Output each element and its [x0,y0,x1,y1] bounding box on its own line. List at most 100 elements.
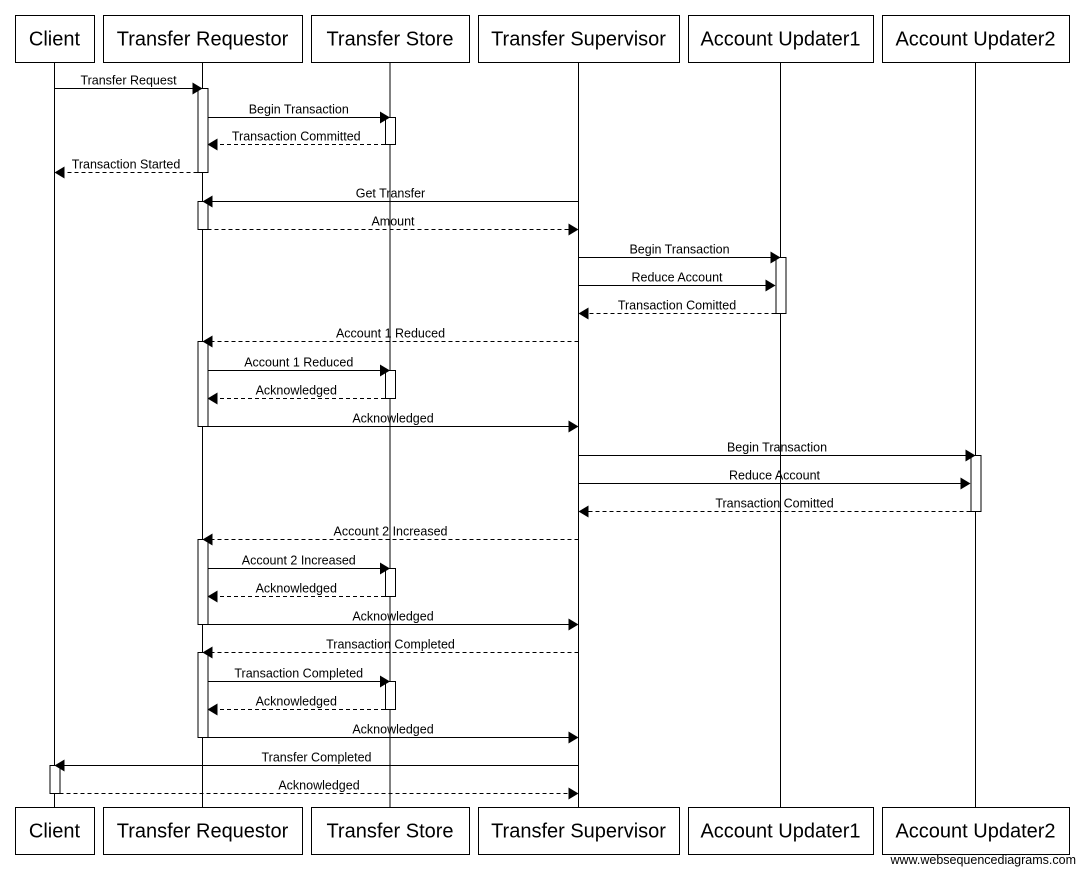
activation-bar [970,455,982,512]
message-label: Reduce Account [631,271,723,285]
arrow-head-icon [770,251,781,264]
participant-box [103,807,303,855]
arrow-head-icon [207,590,218,603]
message-label: Transaction Committed [232,130,361,144]
message-account-1-reduced: Account 1 Reduced [202,327,579,348]
participant-box [882,807,1070,855]
participant-bottom-transfer-supervisor: Transfer Supervisor [478,807,680,855]
activation-bars [49,88,982,794]
message-transaction-committed: Transaction Committed [207,130,385,151]
message-label: Transfer Completed [262,751,372,765]
message-label: Account 2 Increased [242,554,356,568]
arrow-head-icon [568,618,579,631]
arrow-head-icon [380,562,390,575]
arrow-head-icon [202,195,213,208]
participant-bottom-transfer-requestor: Transfer Requestor [103,807,303,855]
message-amount: Amount [207,215,579,236]
arrow-head-icon [54,759,65,772]
participant-label: Account Updater2 [895,29,1055,51]
message-label: Acknowledged [352,723,433,737]
participant-box [311,807,470,855]
activation-bar [385,370,396,399]
message-acknowledged: Acknowledged [207,384,385,405]
message-transfer-request: Transfer Request [54,74,203,95]
message-begin-transaction: Begin Transaction [578,243,781,264]
message-label: Amount [371,215,415,229]
message-reduce-account: Reduce Account [578,469,971,490]
arrow-head-icon [960,477,971,490]
participant-label: Account Updater2 [895,821,1055,843]
message-reduce-account: Reduce Account [578,271,776,292]
lifelines [54,62,976,807]
activation-bar [197,201,209,230]
participant-box [478,807,680,855]
participant-top-account-updater2: Account Updater2 [882,15,1070,63]
participant-top-transfer-store: Transfer Store [311,15,470,63]
message-get-transfer: Get Transfer [202,187,579,208]
participants-bottom: Client Transfer Requestor Transfer Store Tr… [15,807,1070,855]
message-begin-transaction: Begin Transaction [578,441,976,462]
participant-label: Transfer Supervisor [491,29,666,51]
message-begin-transaction: Begin Transaction [207,103,390,124]
participant-box [15,15,95,63]
message-label: Account 1 Reduced [244,356,353,370]
message-label: Get Transfer [356,187,425,201]
arrow-head-icon [202,335,213,348]
message-account-2-increased: Account 2 Increased [207,554,390,575]
arrow-head-icon [54,166,65,179]
activation-bar [49,765,61,794]
message-label: Transaction Started [72,158,181,172]
message-acknowledged: Acknowledged [207,695,385,716]
message-label: Transfer Request [80,74,177,88]
participant-top-account-updater1: Account Updater1 [688,15,874,63]
participant-bottom-account-updater1: Account Updater1 [688,807,874,855]
arrow-head-icon [192,82,203,95]
arrow-head-icon [380,364,390,377]
message-label: Acknowledged [352,412,433,426]
participant-label: Transfer Supervisor [491,821,666,843]
activation-bar [385,568,396,597]
activation-bar [197,539,209,625]
activation-bar [197,88,209,173]
arrow-head-icon [568,731,579,744]
message-label: Transaction Completed [326,638,455,652]
participant-label: Transfer Requestor [117,29,289,51]
activation-bar [775,257,787,314]
activation-bar [197,652,209,738]
message-transaction-comitted: Transaction Comitted [578,299,776,320]
participants-top: Client Transfer Requestor Transfer Store Tr… [15,15,1070,63]
arrow-head-icon [965,449,976,462]
message-account-1-reduced: Account 1 Reduced [207,356,390,377]
participant-label: Transfer Store [326,821,453,843]
participant-bottom-client: Client [15,807,95,855]
message-acknowledged: Acknowledged [207,412,579,433]
participant-box [882,15,1070,63]
arrow-head-icon [578,307,589,320]
message-transaction-completed: Transaction Completed [202,638,579,659]
message-label: Account 1 Reduced [336,327,445,341]
message-label: Acknowledged [352,610,433,624]
participant-box [688,807,874,855]
message-label: Transaction Comitted [618,299,736,313]
participant-box [478,15,680,63]
arrow-head-icon [202,533,213,546]
message-account-2-increased: Account 2 Increased [202,525,579,546]
participant-box [15,807,95,855]
participant-label: Account Updater1 [700,29,860,51]
arrow-head-icon [207,138,218,151]
participant-box [311,15,470,63]
participant-label: Account Updater1 [700,821,860,843]
watermark: www.websequencediagrams.com [889,853,1076,867]
message-transaction-comitted: Transaction Comitted [578,497,971,518]
message-label: Begin Transaction [249,103,349,117]
participant-top-transfer-supervisor: Transfer Supervisor [478,15,680,63]
participant-box [688,15,874,63]
participant-label: Client [29,821,81,843]
participant-bottom-transfer-store: Transfer Store [311,807,470,855]
activation-bar [197,341,209,427]
arrow-head-icon [207,703,218,716]
message-acknowledged: Acknowledged [207,610,579,631]
arrow-head-icon [380,675,390,688]
participant-label: Client [29,29,81,51]
